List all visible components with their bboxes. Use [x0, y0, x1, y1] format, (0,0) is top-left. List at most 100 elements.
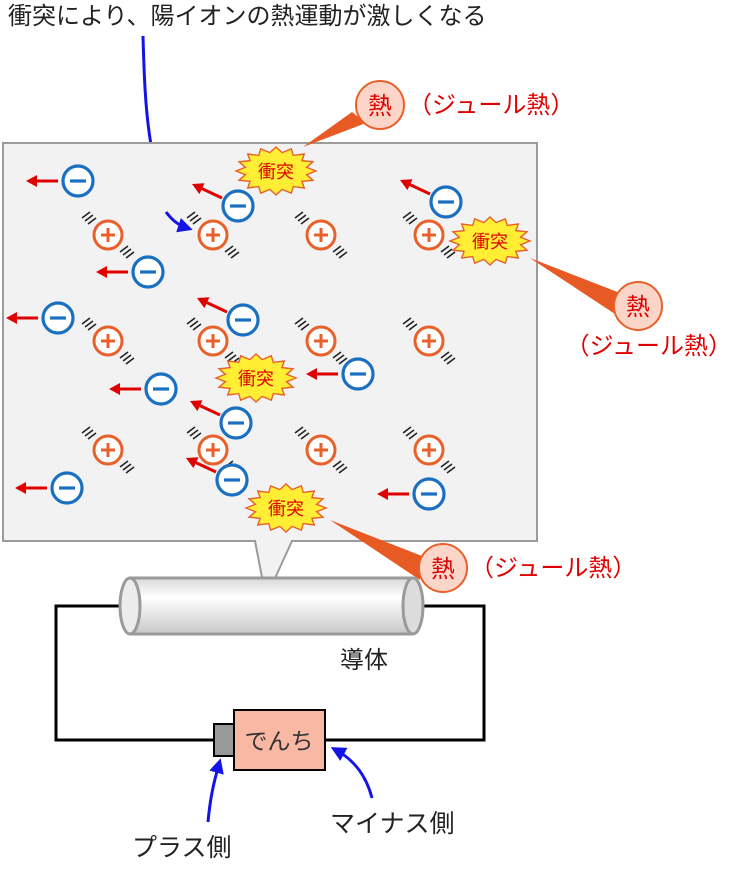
vibration-mark [402, 426, 412, 434]
electron-icon [144, 372, 178, 406]
heat-char: 熱 [626, 293, 650, 321]
vibration-mark [186, 211, 196, 219]
conductor-cylinder-icon [118, 576, 425, 636]
vibration-mark [338, 357, 348, 365]
vibration-mark [332, 245, 342, 253]
vibration-mark [294, 211, 304, 219]
vibration-mark [408, 323, 418, 331]
positive-ion-icon [197, 325, 229, 357]
vibration-mark [408, 432, 418, 440]
collision-label: 衝突 [472, 232, 508, 253]
battery-label: でんち [245, 729, 314, 755]
vibration-mark [122, 248, 132, 256]
vibration-mark [192, 432, 202, 440]
minus-side-label: マイナス側 [330, 809, 455, 838]
drift-arrow-icon [377, 488, 409, 500]
vibration-mark [300, 432, 310, 440]
wire-right [326, 604, 486, 742]
electron-icon [131, 255, 165, 289]
plus-side-pointer [206, 758, 224, 823]
positive-ion-icon [197, 434, 229, 466]
positive-ion-icon [92, 434, 124, 466]
heat-label-1: 熱 （ジュール熱） [355, 80, 574, 130]
electron-icon [429, 185, 463, 219]
vibration-mark [443, 463, 453, 471]
vibration-mark [440, 460, 450, 468]
positive-ion-icon [197, 219, 229, 251]
vibration-mark [125, 251, 135, 259]
heat-circle-icon [418, 543, 468, 593]
drift-arrows [6, 175, 431, 500]
heat-char: 熱 [368, 92, 392, 120]
drift-arrow-icon [26, 175, 58, 187]
caption-text: 衝突により、陽イオンの熱運動が激しくなる [8, 2, 487, 30]
joule-heat-label: （ジュール熱） [470, 554, 636, 582]
vibration-mark [402, 317, 412, 325]
vibration-mark [84, 214, 94, 222]
vibration-mark [87, 432, 97, 440]
drift-arrow-icon [15, 482, 47, 494]
vibration-mark [300, 217, 310, 225]
positive-ion-icon [413, 325, 445, 357]
electron-icon [219, 406, 253, 440]
conductor-label: 導体 [340, 646, 388, 674]
electron-icon [41, 301, 75, 335]
vibration-mark [186, 426, 196, 434]
vibration-mark [192, 217, 202, 225]
vibration-mark [81, 426, 91, 434]
collision-label: 衝突 [258, 162, 294, 183]
heat-label-3: 熱 （ジュール熱） [418, 543, 636, 593]
positive-ion-icon [413, 434, 445, 466]
collision-burst-icon: 衝突 [244, 483, 328, 533]
positive-ion-icon [92, 325, 124, 357]
vibration-mark [227, 248, 237, 256]
vibration-mark [122, 354, 132, 362]
vibration-mark [408, 217, 418, 225]
vibration-mark [81, 317, 91, 325]
vibration-mark [122, 463, 132, 471]
vibration-mark [224, 245, 234, 253]
vibration-mark [297, 214, 307, 222]
vibration-mark [119, 245, 129, 253]
vibration-mark [125, 466, 135, 474]
drift-arrow-icon [192, 183, 223, 200]
vibration-mark [443, 248, 453, 256]
vibration-mark [405, 429, 415, 437]
vibration-mark [87, 323, 97, 331]
vibration-mark [297, 429, 307, 437]
vibration-mark [335, 463, 345, 471]
electron-icon [215, 463, 249, 497]
vibration-mark [446, 466, 456, 474]
plus-side-label: プラス側 [132, 833, 232, 862]
minus-side-pointer [330, 747, 374, 799]
vibration-mark [224, 351, 234, 359]
drift-arrow-icon [190, 400, 221, 417]
positive-ion-icon [305, 219, 337, 251]
vibration-mark [335, 248, 345, 256]
positive-ion-icon [305, 434, 337, 466]
vibration-mark [189, 214, 199, 222]
vibration-mark [125, 357, 135, 365]
vibration-mark [332, 351, 342, 359]
drift-arrow-icon [197, 297, 228, 314]
vibration-mark [443, 354, 453, 362]
heat-callout-2 [530, 258, 620, 316]
vibration-mark [402, 211, 412, 219]
drift-arrow-icon [96, 266, 128, 278]
electron-icon [341, 357, 375, 391]
vibration-mark [338, 251, 348, 259]
collision-label: 衝突 [268, 499, 304, 520]
vibration-mark [446, 357, 456, 365]
vibration-mark [446, 251, 456, 259]
electron-icon [61, 164, 95, 198]
vibration-mark [300, 323, 310, 331]
positive-ion-icon [413, 219, 445, 251]
vibration-mark [294, 426, 304, 434]
vibration-mark [87, 217, 97, 225]
vibration-mark [332, 460, 342, 468]
vibration-mark [230, 251, 240, 259]
collision-burst-icon: 衝突 [448, 216, 532, 266]
vibration-mark [440, 245, 450, 253]
collision-label: 衝突 [238, 369, 274, 390]
